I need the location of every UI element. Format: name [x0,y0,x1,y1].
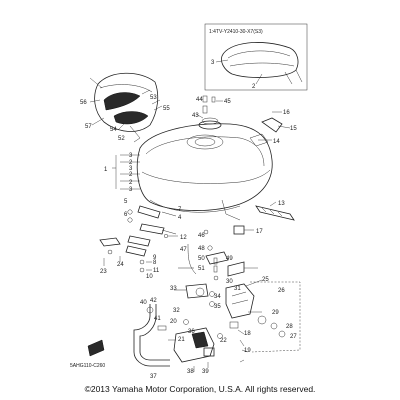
inset-label-3: 3 [211,60,215,66]
part-number-labels: 1 2 2 2 3 3 3 4 5 6 7 8 9 10 11 12 13 14… [80,95,297,380]
part-label: 29 [272,310,279,316]
part-label: 14 [273,139,280,145]
side-cover [89,72,163,143]
part-label: 18 [244,331,251,337]
part-label: 52 [118,136,125,142]
part-label: 44 [196,97,203,103]
part-label: 7 [178,207,182,213]
inset-title: 1:4TV-Y2410-30-X7(S3) [209,29,263,35]
fuel-tank [112,123,273,221]
part-label: 9 [153,255,157,261]
fuel-cock-assembly [174,279,301,353]
part-label: 42 [150,298,157,304]
part-label: 26 [278,288,285,294]
copyright-notice: ©2013 Yamaha Motor Corporation, U.S.A. A… [84,384,316,394]
part-label: 39 [202,369,209,375]
part-label: 56 [80,100,87,106]
part-label: 51 [198,266,205,272]
part-label: 3 [129,166,133,172]
part-label: 32 [173,308,180,314]
part-label: 20 [170,319,177,325]
part-label: 40 [140,300,147,306]
part-label: 19 [244,348,251,354]
part-label: 28 [286,324,293,330]
drawing-code: 5AHG110-C260 [70,363,105,369]
part-label: 22 [220,338,227,344]
part-label: 45 [224,99,231,105]
part-label: 15 [290,126,297,132]
part-label: 11 [153,268,160,274]
part-label: 1 [104,167,108,173]
part-label: 3 [129,153,133,159]
part-label: 46 [198,233,205,239]
part-label: 12 [180,235,187,241]
part-label: 16 [283,110,290,116]
part-label: 21 [178,337,185,343]
part-label: 30 [226,279,233,285]
part-label: 6 [124,212,128,218]
part-label: 25 [262,277,269,283]
part-label: 34 [214,294,221,300]
part-label: 43 [192,113,199,119]
fuel-pump-and-hose [133,304,245,372]
part-label: 3 [129,187,133,193]
part-label: 31 [234,286,241,292]
part-label: 49 [226,256,233,262]
center-lower-components [178,229,258,281]
part-label: 2 [129,160,133,166]
part-label: 47 [180,247,187,253]
part-label: 13 [278,201,285,207]
part-label: 53 [150,95,157,101]
part-label: 50 [198,256,205,262]
part-label: 35 [214,304,221,310]
fwd-arrow-icon [87,339,105,357]
part-label: 4 [178,215,182,221]
part-label: 8 [153,260,157,266]
part-label: 2 [129,172,133,178]
left-hardware [99,205,178,273]
part-label: 55 [163,106,170,112]
part-label: 37 [150,374,157,380]
part-label: 10 [146,274,153,280]
part-label: 23 [100,269,107,275]
part-label: 57 [85,124,92,130]
part-label: 36 [188,329,195,335]
part-label: 17 [256,229,263,235]
inset-label-2: 2 [252,84,256,90]
part-label: 54 [110,127,117,133]
inset-box: 1:4TV-Y2410-30-X7(S3) 3 2 [204,23,308,91]
part-label: 41 [154,316,161,322]
part-label: 5 [124,199,128,205]
part-label: 33 [170,286,177,292]
part-label: 38 [187,369,194,375]
part-label: 27 [290,334,297,340]
part-label: 48 [198,246,205,252]
right-brackets [233,111,295,235]
part-label: 2 [129,180,133,186]
part-label: 24 [117,262,124,268]
